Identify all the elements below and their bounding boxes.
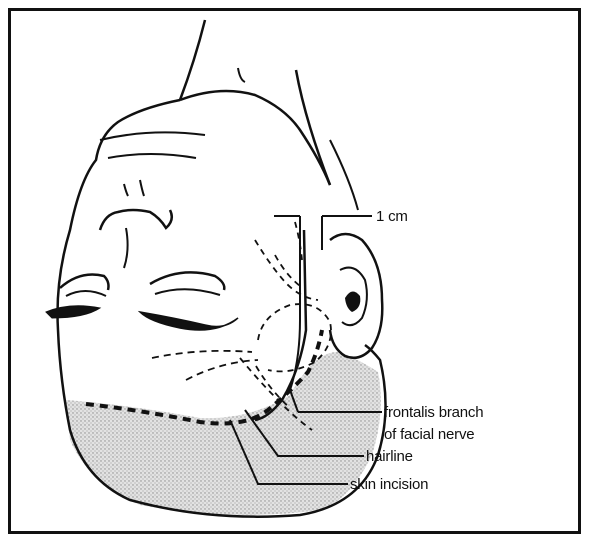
forehead-dashed-line-1 (152, 351, 252, 358)
nerve-dashed-2 (275, 255, 300, 286)
neck-line-right (296, 70, 330, 185)
label-measurement: 1 cm (376, 208, 408, 225)
nostril-left (124, 184, 128, 196)
nostril-right (140, 180, 144, 196)
label-frontalis-branch-line1: frontalis branch (384, 404, 483, 421)
nose-outline (100, 210, 172, 230)
eye-right-lid (155, 289, 220, 295)
lip-line (108, 154, 196, 158)
neck-line-mid (238, 68, 245, 82)
measurement-bracket (274, 216, 372, 250)
eye-left-lid (66, 291, 106, 296)
forehead-dashed-line-2 (186, 360, 258, 380)
label-skin-incision: skin incision (350, 476, 428, 493)
eyebrow-right (140, 312, 238, 330)
eye-left-upper (60, 275, 109, 291)
label-frontalis-branch-line2: of facial nerve (384, 426, 474, 443)
neck-line-far-right (330, 140, 358, 210)
eyebrow-left (46, 306, 100, 318)
ear-canal (345, 291, 360, 312)
neck-line-left (180, 20, 205, 100)
eye-right-upper (150, 272, 224, 290)
nerve-dashed-1 (255, 240, 318, 300)
lower-lip-line (100, 132, 205, 140)
label-hairline: hairline (366, 448, 413, 465)
nose-bridge-left (124, 228, 128, 268)
